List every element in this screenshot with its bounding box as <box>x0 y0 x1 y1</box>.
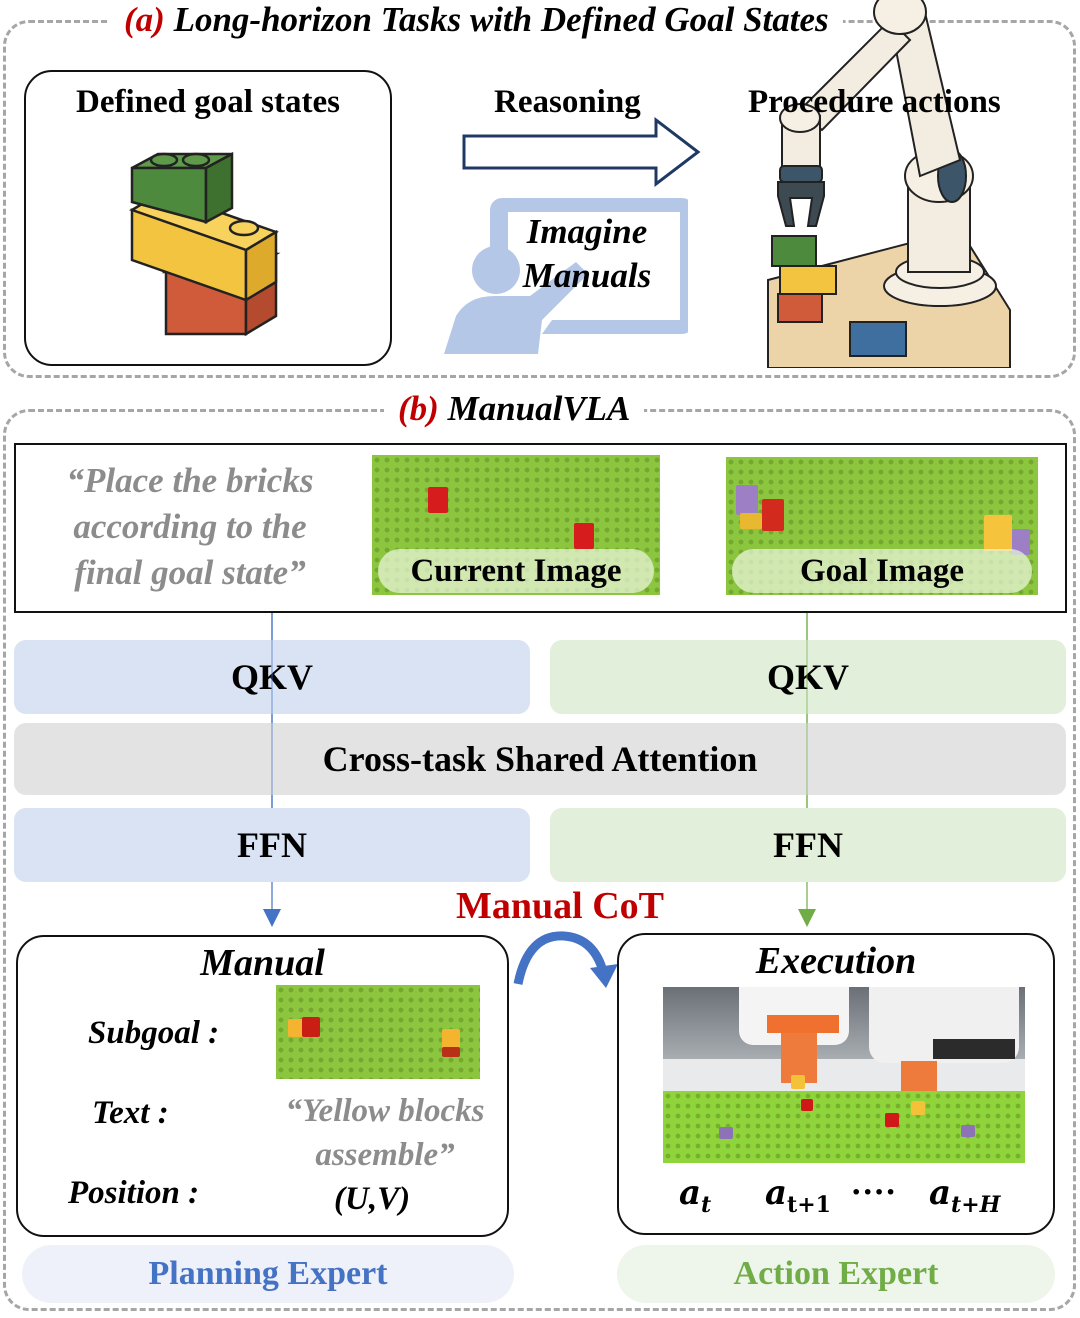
red-brick <box>574 523 594 549</box>
action-ellipsis: ···· <box>851 1175 897 1210</box>
goal-image: Goal Image <box>726 457 1038 595</box>
yellow-brick <box>791 1075 805 1089</box>
goal-image-label: Goal Image <box>732 549 1032 593</box>
action-token-t-plus-1: at+1 <box>765 1173 831 1218</box>
execution-robot-photo <box>663 987 1025 1163</box>
action-sequence: at at+1 ···· at+H <box>619 1173 1053 1223</box>
action-token-t-plus-h: at+H <box>929 1173 1001 1218</box>
action-expert-label: Action Expert <box>617 1245 1055 1303</box>
action-token-t: at <box>679 1173 712 1218</box>
reasoning-label: Reasoning <box>494 84 641 120</box>
imagine-manuals-label: Imagine Manuals <box>512 210 662 298</box>
execution-card: Execution at at+1 ···· at+H <box>617 933 1055 1235</box>
robot-arm-illustration <box>767 0 1011 368</box>
green-brick <box>130 151 234 225</box>
purple-brick <box>1012 529 1030 555</box>
yellow-brick <box>984 515 1012 551</box>
text-value-line-1: “Yellow blocks <box>285 1093 485 1129</box>
purple-brick <box>961 1125 975 1137</box>
section-b-tag: (b) <box>398 389 439 428</box>
section-a-title-text: Long-horizon Tasks with Defined Goal Sta… <box>173 0 829 39</box>
action-arrowhead-icon <box>798 909 816 927</box>
manuals-line: Manuals <box>522 256 652 295</box>
position-value: (U,V) <box>334 1181 411 1217</box>
yellow-brick <box>442 1029 460 1051</box>
text-label: Text : <box>92 1095 169 1131</box>
action-qkv-block: QKV <box>550 640 1066 714</box>
yellow-brick <box>911 1101 925 1115</box>
section-b-title-text: ManualVLA <box>447 389 631 428</box>
yellow-brick <box>288 1019 304 1037</box>
red-brick <box>801 1099 813 1111</box>
action-ffn-block: FFN <box>550 808 1066 882</box>
red-brick <box>885 1113 899 1127</box>
goal-states-card: Defined goal states <box>24 70 392 366</box>
red-brick <box>762 499 784 531</box>
section-a-tag: (a) <box>124 0 165 39</box>
execution-heading: Execution <box>755 940 917 982</box>
shared-attention-block: Cross-task Shared Attention <box>14 723 1066 795</box>
instruction-line-1: “Place the bricks <box>66 461 314 500</box>
lego-baseplate <box>663 1091 1025 1163</box>
right-gripper-mount <box>933 1039 1015 1059</box>
input-panel <box>14 443 1067 613</box>
planning-expert-label: Planning Expert <box>22 1245 514 1303</box>
section-b-title: (b) ManualVLA <box>384 389 645 429</box>
reasoning-arrow-icon <box>462 116 701 188</box>
position-label: Position : <box>68 1175 200 1211</box>
manual-card: Manual Subgoal : Text : “Yellow blocks a… <box>16 935 509 1237</box>
planning-arrowhead-icon <box>263 909 281 927</box>
red-brick <box>442 1047 460 1057</box>
yellow-brick <box>740 513 762 529</box>
instruction-line-3: final goal state” <box>74 553 306 592</box>
imagine-line: Imagine <box>526 212 648 251</box>
instruction-line-2: according to the <box>73 507 307 546</box>
manual-cot-curved-arrow-icon <box>513 931 618 988</box>
planning-ffn-block: FFN <box>14 808 530 882</box>
section-a-title: (a) Long-horizon Tasks with Defined Goal… <box>110 0 843 40</box>
purple-brick <box>719 1127 733 1139</box>
left-gripper <box>781 1033 817 1083</box>
subgoal-label: Subgoal : <box>88 1015 220 1051</box>
procedure-actions-heading: Procedure actions <box>748 84 1001 120</box>
stacked-bricks-illustration <box>129 151 281 337</box>
subgoal-image <box>276 985 480 1079</box>
purple-brick <box>736 485 758 515</box>
manual-cot-label: Manual CoT <box>456 885 664 927</box>
red-brick <box>302 1017 320 1037</box>
manual-heading: Manual <box>200 942 325 984</box>
presenter-board-icon <box>444 198 688 354</box>
current-image: Current Image <box>372 455 660 595</box>
red-brick <box>428 487 448 513</box>
planning-qkv-block: QKV <box>14 640 530 714</box>
text-value-line-2: assemble” <box>315 1137 455 1173</box>
goal-states-heading: Defined goal states <box>76 84 340 120</box>
instruction-text: “Place the bricks according to the final… <box>40 458 340 596</box>
current-image-label: Current Image <box>377 549 655 593</box>
left-gripper-mount <box>767 1015 839 1033</box>
text-value: “Yellow blocks assemble” <box>270 1089 500 1177</box>
